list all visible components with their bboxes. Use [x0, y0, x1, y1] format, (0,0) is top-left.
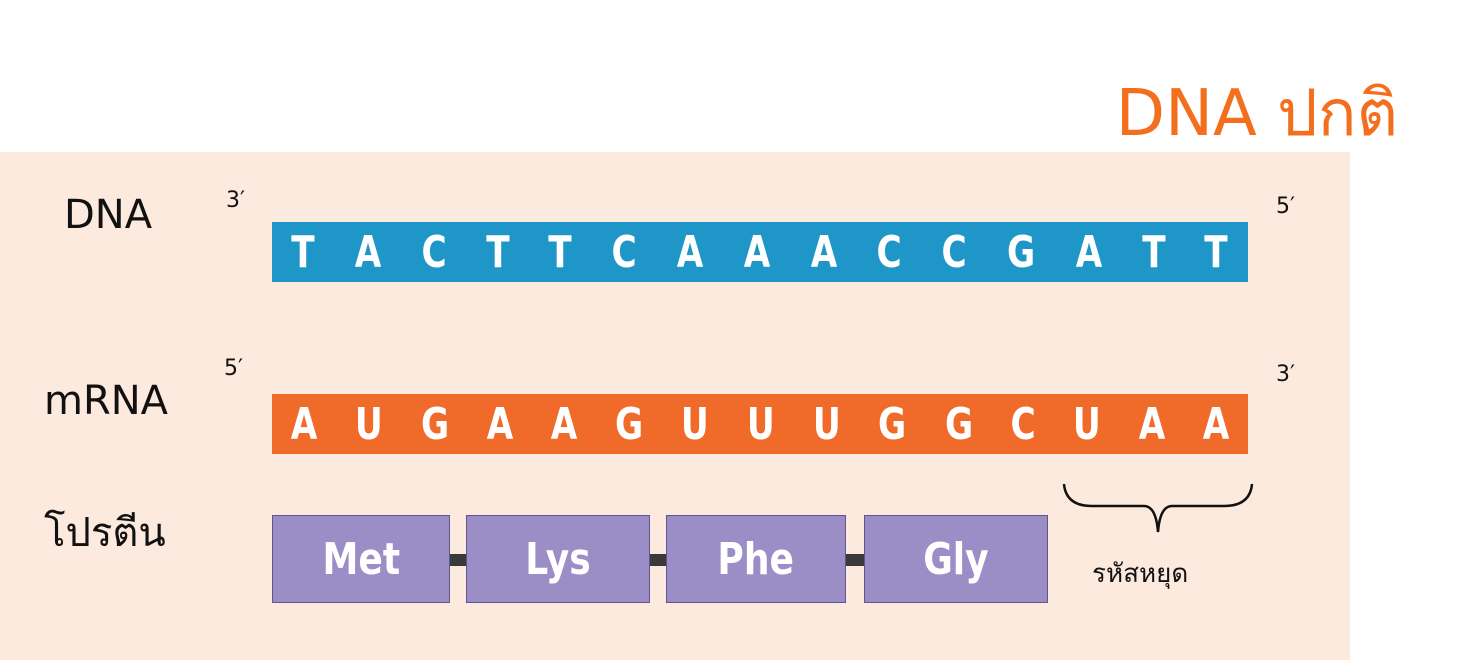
mrna-left-end-label: 5′	[224, 356, 243, 381]
dna-base: C	[421, 226, 447, 278]
mrna-strand: A U G A A G U U U G G C U A A	[272, 394, 1248, 454]
protein-chain: Met Lys Phe Gly	[272, 515, 1048, 605]
dna-right-end-label: 5′	[1276, 194, 1295, 219]
dna-base: G	[1007, 226, 1036, 278]
dna-base: A	[676, 226, 704, 278]
amino-acid-box: Gly	[864, 515, 1048, 603]
dna-base: A	[743, 226, 771, 278]
peptide-bond	[844, 554, 866, 566]
mrna-base: U	[746, 398, 775, 450]
amino-acid-label: Lys	[525, 533, 591, 585]
peptide-bond	[448, 554, 468, 566]
mrna-base: A	[1138, 398, 1165, 450]
dna-row-label: DNA	[64, 192, 153, 238]
dna-base: T	[291, 226, 316, 278]
diagram-title: DNA ปกติ	[1115, 77, 1398, 151]
mrna-base: U	[812, 398, 841, 450]
mrna-base: U	[681, 398, 709, 450]
amino-acid-label: Phe	[717, 533, 795, 585]
mrna-base: A	[1202, 398, 1230, 450]
amino-acid-box: Lys	[466, 515, 650, 603]
amino-acid-box: Phe	[666, 515, 846, 603]
amino-acid-label: Met	[322, 533, 400, 585]
dna-base: C	[876, 226, 903, 278]
dna-base: A	[354, 226, 382, 278]
dna-left-end-label: 3′	[226, 188, 245, 213]
dna-base: T	[548, 226, 573, 278]
mrna-base: C	[1010, 398, 1036, 450]
mrna-base: A	[550, 398, 578, 450]
stop-codon-brace-icon	[1062, 483, 1254, 533]
amino-acid-label: Gly	[923, 533, 989, 585]
dna-base: A	[810, 226, 837, 278]
mrna-row-label: mRNA	[44, 378, 169, 424]
dna-base: C	[941, 226, 967, 278]
dna-base: C	[611, 226, 637, 278]
mrna-base: U	[354, 398, 383, 450]
mrna-base: A	[290, 398, 318, 450]
mrna-right-end-label: 3′	[1276, 362, 1295, 387]
dna-base: T	[486, 226, 510, 278]
dna-base: T	[1142, 226, 1166, 278]
dna-base: T	[1204, 226, 1229, 278]
dna-base: A	[1075, 226, 1103, 278]
peptide-bond	[648, 554, 668, 566]
amino-acid-box: Met	[272, 515, 450, 603]
dna-strand: T A C T T C A A A C C G A T T	[272, 222, 1248, 282]
mrna-base: A	[486, 398, 514, 450]
mrna-base: U	[1072, 398, 1101, 450]
mrna-base: G	[944, 398, 973, 450]
stop-codon-label: รหัสหยุด	[1092, 559, 1189, 589]
mrna-base: G	[878, 398, 907, 450]
mrna-base: G	[615, 398, 644, 450]
protein-row-label: โปรตีน	[44, 510, 166, 556]
mrna-base: G	[420, 398, 449, 450]
